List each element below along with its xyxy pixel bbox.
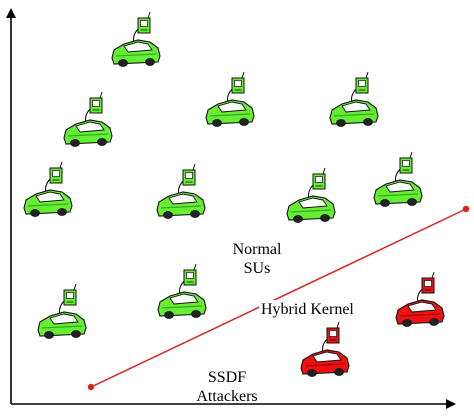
- vehicle-layer: [23, 11, 445, 377]
- normal-su-vehicle-icon: [37, 283, 87, 339]
- normal-sus-label-line2: SUs: [243, 260, 271, 277]
- normal-su-vehicle-icon: [205, 71, 255, 127]
- normal-su-vehicle-icon: [373, 151, 423, 207]
- normal-su-vehicle-icon: [111, 11, 161, 67]
- boundary-end-dot: [462, 205, 470, 213]
- ssdf-attacker-vehicle-icon: [395, 271, 445, 327]
- normal-su-vehicle-icon: [63, 91, 113, 147]
- ssdf-attackers-label-line2: Attackers: [196, 388, 258, 405]
- hybrid-kernel-label: Hybrid Kernel: [259, 300, 356, 319]
- normal-su-vehicle-icon: [157, 263, 207, 319]
- normal-su-vehicle-icon: [156, 163, 206, 219]
- ssdf-attackers-label-line1: SSDF: [207, 369, 247, 386]
- normal-su-vehicle-icon: [23, 161, 73, 217]
- normal-su-vehicle-icon: [286, 167, 336, 223]
- hybrid-kernel-boundary: [90, 208, 467, 388]
- ssdf-attacker-vehicle-icon: [300, 321, 350, 377]
- normal-sus-label: Normal SUs: [224, 240, 290, 278]
- normal-sus-label-line1: Normal: [232, 241, 282, 258]
- normal-su-vehicle-icon: [329, 71, 379, 127]
- boundary-start-dot: [87, 383, 95, 391]
- ssdf-attackers-label: SSDF Attackers: [188, 368, 266, 406]
